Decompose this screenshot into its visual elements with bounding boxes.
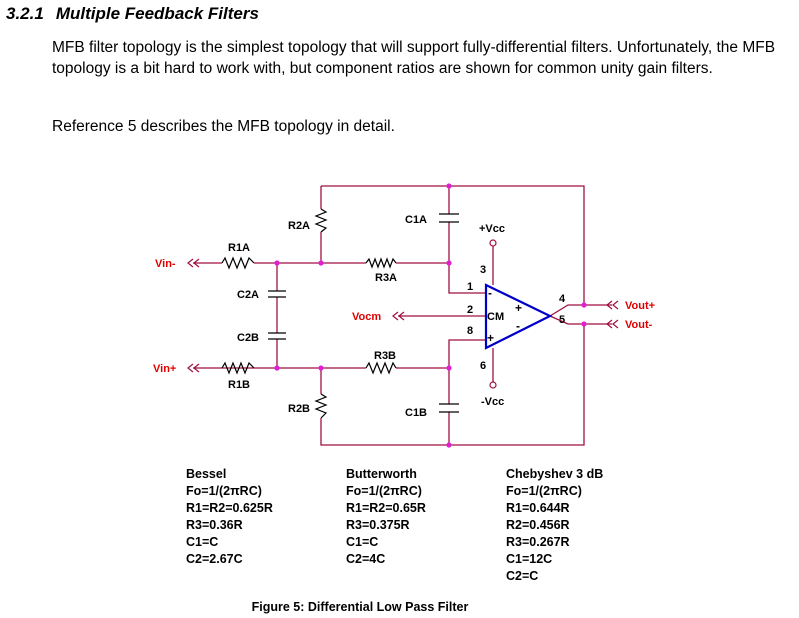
net-label-vout-minus: Vout- bbox=[625, 319, 653, 331]
label-r3b: R3B bbox=[374, 350, 396, 362]
opamp-sign-in-plus: + bbox=[487, 331, 494, 345]
resistor-r2b bbox=[314, 393, 328, 419]
resistor-r1b bbox=[221, 361, 255, 375]
vout-minus-arrow bbox=[606, 319, 613, 329]
table-butterworth: Butterworth Fo=1/(2πRC) R1=R2=0.65R R3=0… bbox=[346, 466, 426, 568]
table-line: R1=R2=0.65R bbox=[346, 501, 426, 515]
table-line: C2=2.67C bbox=[186, 552, 243, 566]
net-label-vocm: Vocm bbox=[352, 311, 381, 323]
pin-2: 2 bbox=[467, 304, 473, 316]
opamp-sign-out-minus: - bbox=[516, 319, 520, 333]
table-line: C2=4C bbox=[346, 552, 386, 566]
table-line: Butterworth bbox=[346, 467, 417, 481]
vin-plus-arrow bbox=[187, 363, 194, 373]
pin-8: 8 bbox=[467, 325, 473, 337]
pin-1: 1 bbox=[467, 281, 473, 293]
vin-minus-arrow bbox=[187, 258, 194, 268]
vocm-arrow bbox=[392, 311, 399, 321]
resistor-r3b bbox=[365, 361, 397, 375]
table-line: Chebyshev 3 dB bbox=[506, 467, 604, 481]
label-c2a: C2A bbox=[237, 289, 259, 301]
vcc-minus-terminal bbox=[489, 381, 497, 389]
label-vcc-minus: -Vcc bbox=[481, 396, 504, 408]
junction-nodes bbox=[274, 183, 587, 448]
pin-6: 6 bbox=[480, 360, 486, 372]
table-line: Fo=1/(2πRC) bbox=[186, 484, 262, 498]
section-title: Multiple Feedback Filters bbox=[55, 4, 259, 23]
table-bessel: Bessel Fo=1/(2πRC) R1=R2=0.625R R3=0.36R… bbox=[186, 466, 273, 568]
resistor-r1a bbox=[221, 256, 255, 270]
label-c2b: C2B bbox=[237, 332, 259, 344]
table-line: C1=12C bbox=[506, 552, 553, 566]
table-line: C2=C bbox=[506, 569, 539, 583]
resistor-r2a bbox=[314, 208, 328, 233]
pin-3: 3 bbox=[480, 264, 486, 276]
table-line: Fo=1/(2πRC) bbox=[506, 484, 582, 498]
components bbox=[221, 208, 459, 419]
table-line: R3=0.36R bbox=[186, 518, 243, 532]
opamp-sign-in-minus: - bbox=[488, 286, 492, 300]
net-label-vout-plus: Vout+ bbox=[625, 300, 655, 312]
wires bbox=[193, 185, 612, 446]
table-line: R3=0.267R bbox=[506, 535, 570, 549]
net-label-vin-minus: Vin- bbox=[155, 258, 176, 270]
opamp-triangle bbox=[484, 283, 553, 350]
table-line: Bessel bbox=[186, 467, 227, 481]
label-r2b: R2B bbox=[288, 403, 310, 415]
section-heading: 3.2.1 Multiple Feedback Filters bbox=[6, 4, 259, 24]
table-line: Fo=1/(2πRC) bbox=[346, 484, 422, 498]
table-line: R1=0.644R bbox=[506, 501, 570, 515]
label-r3a: R3A bbox=[375, 272, 397, 284]
connector-arrows bbox=[187, 258, 619, 373]
opamp-sign-out-plus: + bbox=[515, 301, 522, 315]
label-vcc-plus: +Vcc bbox=[479, 223, 505, 235]
pin-5: 5 bbox=[559, 314, 565, 326]
table-line: R1=R2=0.625R bbox=[186, 501, 273, 515]
opamp-label: CM bbox=[487, 311, 504, 323]
table-line: C1=C bbox=[346, 535, 379, 549]
net-label-vin-plus: Vin+ bbox=[153, 363, 176, 375]
paragraph-intro: MFB filter topology is the simplest topo… bbox=[52, 39, 776, 77]
paragraph-reference: Reference 5 describes the MFB topology i… bbox=[52, 118, 395, 135]
figure-caption: Figure 5: Differential Low Pass Filter bbox=[251, 600, 469, 614]
label-r1b: R1B bbox=[228, 379, 250, 391]
table-line: R3=0.375R bbox=[346, 518, 410, 532]
label-r2a: R2A bbox=[288, 220, 310, 232]
table-line: C1=C bbox=[186, 535, 219, 549]
table-chebyshev: Chebyshev 3 dB Fo=1/(2πRC) R1=0.644R R2=… bbox=[506, 466, 603, 585]
table-line: R2=0.456R bbox=[506, 518, 570, 532]
vout-plus-arrow bbox=[606, 300, 613, 310]
vcc-plus-terminal bbox=[489, 239, 497, 247]
pin-4: 4 bbox=[559, 293, 566, 305]
label-r1a: R1A bbox=[228, 242, 250, 254]
label-c1b: C1B bbox=[405, 407, 427, 419]
section-number: 3.2.1 bbox=[6, 4, 44, 23]
resistor-r3a bbox=[365, 257, 397, 269]
label-c1a: C1A bbox=[405, 214, 427, 226]
